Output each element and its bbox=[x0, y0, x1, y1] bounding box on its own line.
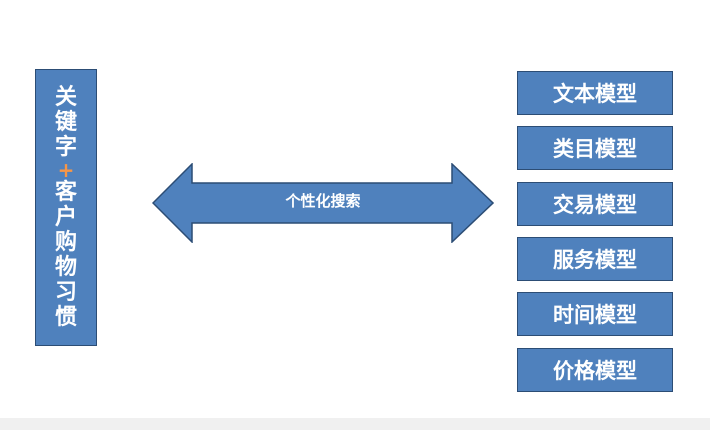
model-box-service: 服务模型 bbox=[517, 237, 673, 281]
left-char: 物 bbox=[54, 255, 77, 280]
model-box-category: 类目模型 bbox=[517, 126, 673, 170]
plus-sign: + bbox=[57, 158, 75, 182]
left-char: 户 bbox=[54, 205, 77, 230]
left-char: 字 bbox=[54, 135, 77, 160]
double-arrow-icon bbox=[152, 163, 494, 243]
left-char: 键 bbox=[54, 110, 77, 135]
left-char: 购 bbox=[54, 230, 77, 255]
model-box-time: 时间模型 bbox=[517, 292, 673, 336]
model-box-text: 文本模型 bbox=[517, 71, 673, 115]
keyword-habit-box: 关 键 字 + 客 户 购 物 习 惯 bbox=[35, 69, 97, 346]
arrow-label: 个性化搜索 bbox=[285, 192, 361, 210]
left-char: 客 bbox=[54, 180, 77, 205]
model-box-price: 价格模型 bbox=[517, 348, 673, 392]
left-char: 惯 bbox=[54, 305, 77, 330]
left-char: 习 bbox=[54, 280, 77, 305]
left-char: 关 bbox=[54, 85, 77, 110]
model-box-transaction: 交易模型 bbox=[517, 182, 673, 226]
bottom-strip bbox=[0, 418, 710, 430]
